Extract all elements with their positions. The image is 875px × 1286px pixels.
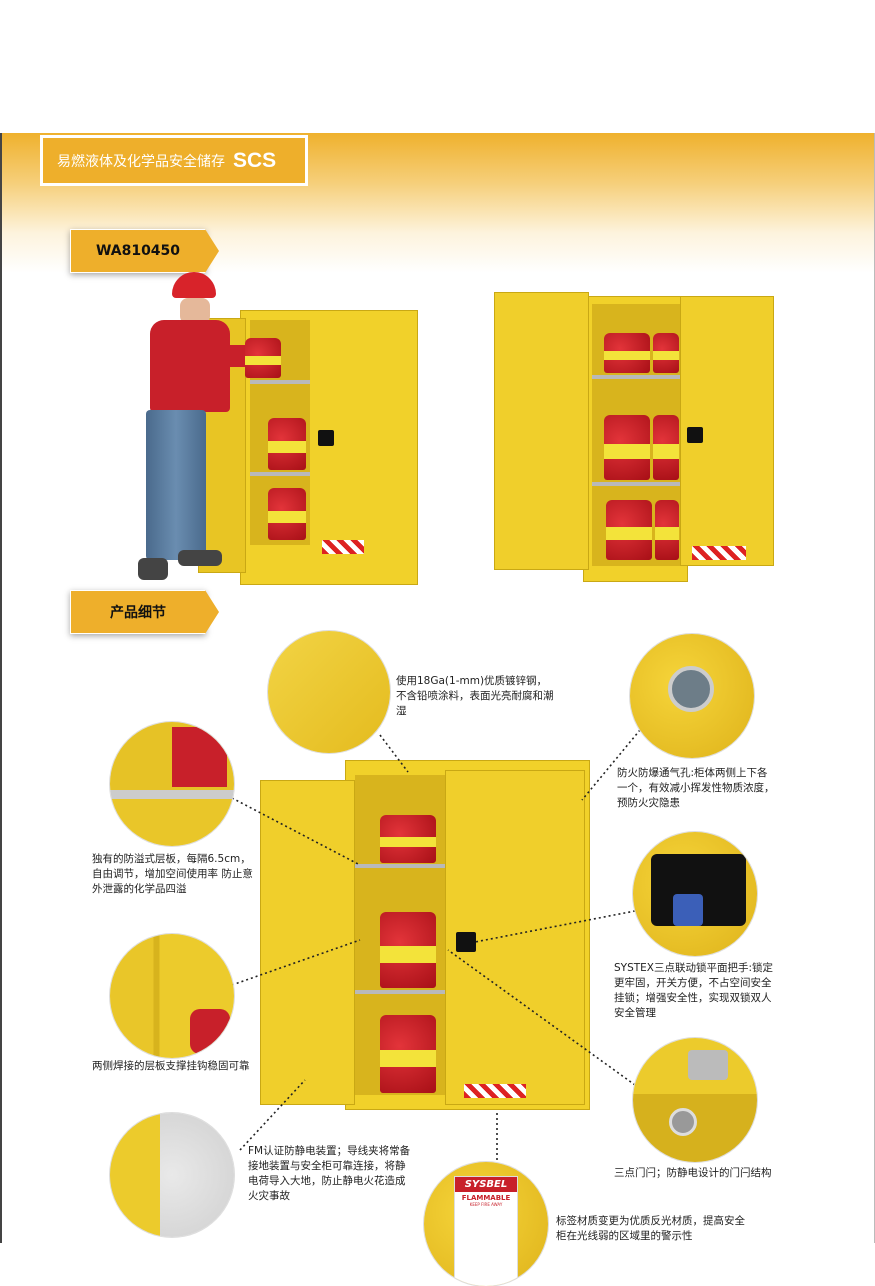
callout-hook: 两侧焊接的层板支撑挂钩稳固可靠 [92,1060,250,1072]
model-number: WA810450 [95,243,181,259]
callout-steel: 使用18Ga(1-mm)优质镀锌钢，不含铅喷涂料，表面光亮耐腐和潮湿 [396,675,554,717]
header-title: 易燃液体及化学品安全储存 [57,153,225,170]
callout-lock: SYSTEX三点联动锁平面把手:锁定更牢固，开关方便，不占空间安全挂锁；增强安全… [614,962,774,1019]
callout-label: 标签材质变更为优质反光材质，提高安全柜在光线弱的区域里的警示性 [556,1215,745,1242]
callout-vent: 防火防爆通气孔:柜体两侧上下各一个，有效减小挥发性物质浓度，预防火灾隐患 [617,767,775,809]
header-brand: SCS [233,148,277,172]
callout-ground: FM认证防静电装置；导线夹将常备接地装置与安全柜可靠连接，将静电荷导入大地，防止… [248,1145,411,1202]
details-tag: 产品细节 [70,590,219,634]
detail-ground-wire-image [110,1113,234,1237]
callout-shelf: 独有的防溢式层板，每隔6.5cm，自由调节，增加空间使用率 防止意外泄露的化学品… [92,853,253,895]
detail-vent-image [630,634,754,758]
detail-steel-image [268,631,390,753]
header-banner: 易燃液体及化学品安全储存 SCS [40,135,308,186]
detail-shelf-image [110,722,234,846]
label-sub: KEEP FIRE AWAY [469,1202,503,1207]
detail-hook-image [110,934,234,1058]
label-brand: SYSBEL [455,1177,517,1192]
model-tag: WA810450 [70,229,219,273]
callout-leader-lines [231,729,641,1160]
detail-lock-image [633,832,757,956]
sysbel-label: SYSBEL FLAMMABLE KEEP FIRE AWAY [454,1176,518,1286]
details-title: 产品细节 [110,605,166,621]
callout-latch: 三点门闩；防静电设计的门闩结构 [614,1167,772,1179]
label-warning: FLAMMABLE [461,1194,511,1202]
detail-label-image: SYSBEL FLAMMABLE KEEP FIRE AWAY [424,1162,548,1286]
detail-latch-image [633,1038,757,1162]
